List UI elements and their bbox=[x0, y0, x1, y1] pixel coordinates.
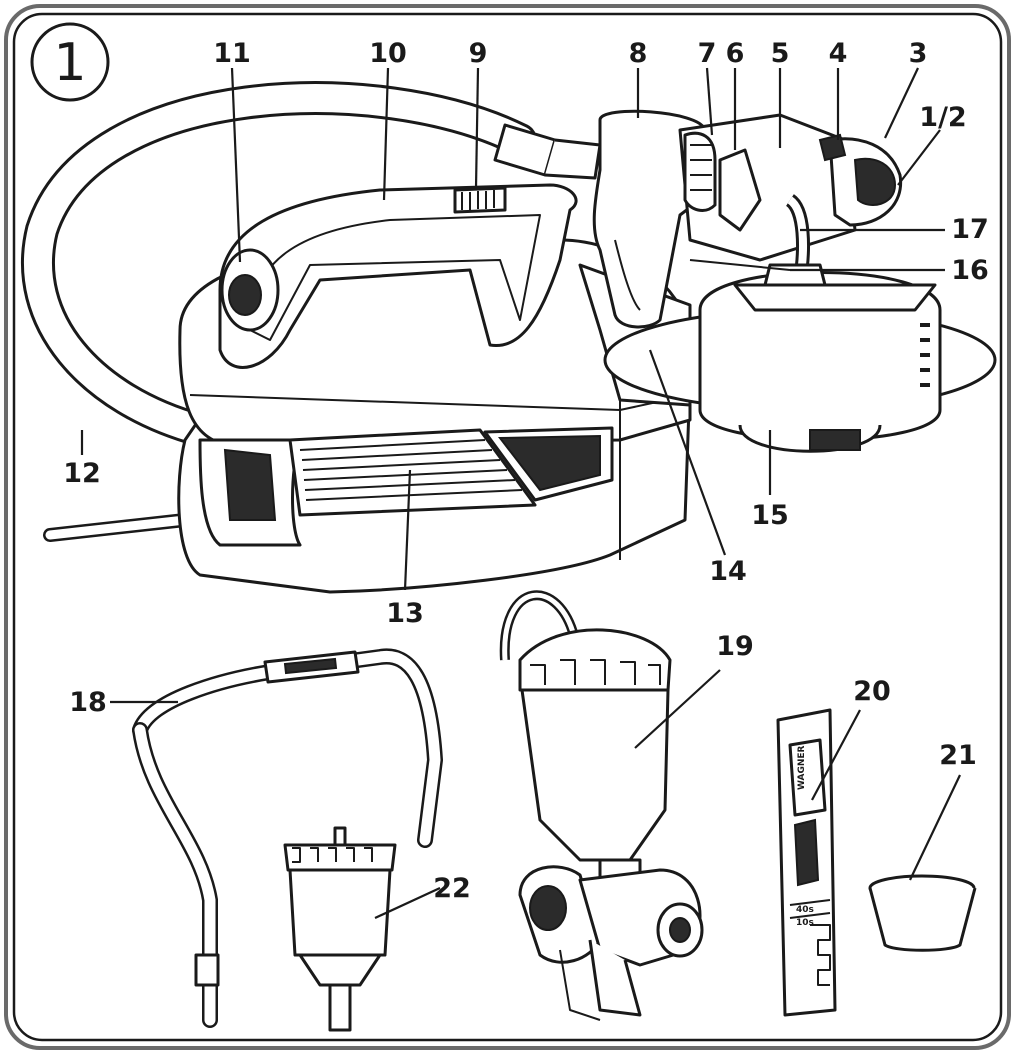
label-9: 9 bbox=[469, 38, 488, 69]
small-container bbox=[283, 826, 397, 1032]
figure-number: 1 bbox=[53, 33, 86, 93]
label-21: 21 bbox=[939, 740, 977, 771]
label-20: 20 bbox=[853, 676, 891, 707]
paint-container bbox=[603, 271, 997, 453]
label-13: 13 bbox=[386, 598, 424, 629]
label-22: 22 bbox=[433, 873, 471, 904]
label-11: 11 bbox=[213, 38, 251, 69]
label-17: 17 bbox=[951, 214, 989, 245]
air-hose bbox=[21, 81, 602, 542]
ruler-mark-bottom: 10s bbox=[796, 918, 814, 928]
figure-number-badge: 1 bbox=[30, 22, 110, 102]
label-12: 12 bbox=[63, 458, 101, 489]
label-4: 4 bbox=[829, 38, 848, 69]
part-labels: 11 10 9 8 7 6 5 4 3 1/2 17 16 12 13 14 1… bbox=[63, 38, 989, 904]
label-19: 19 bbox=[716, 631, 754, 662]
spray-gun-with-cup bbox=[499, 590, 704, 1021]
funnel bbox=[868, 874, 977, 952]
label-14: 14 bbox=[709, 556, 747, 587]
label-10: 10 bbox=[369, 38, 407, 69]
label-16: 16 bbox=[951, 255, 989, 286]
label-18: 18 bbox=[69, 687, 107, 718]
ruler-mark-top: 40s bbox=[796, 905, 814, 915]
label-5: 5 bbox=[771, 38, 790, 69]
label-8: 8 bbox=[629, 38, 648, 69]
leader-lines bbox=[80, 67, 961, 919]
outer-frame bbox=[4, 4, 1011, 1050]
inner-frame bbox=[12, 12, 1003, 1042]
pressure-slider bbox=[453, 186, 507, 214]
viscosity-ruler: WAGNER 40s 10s bbox=[776, 708, 837, 1017]
ruler-brand: WAGNER bbox=[797, 745, 807, 790]
shoulder-strap bbox=[132, 648, 444, 1028]
label-7: 7 bbox=[698, 38, 717, 69]
label-3: 3 bbox=[909, 38, 928, 69]
label-6: 6 bbox=[726, 38, 745, 69]
label-1-2: 1/2 bbox=[919, 102, 966, 133]
air-filter-grille bbox=[288, 426, 614, 517]
label-15: 15 bbox=[751, 500, 789, 531]
